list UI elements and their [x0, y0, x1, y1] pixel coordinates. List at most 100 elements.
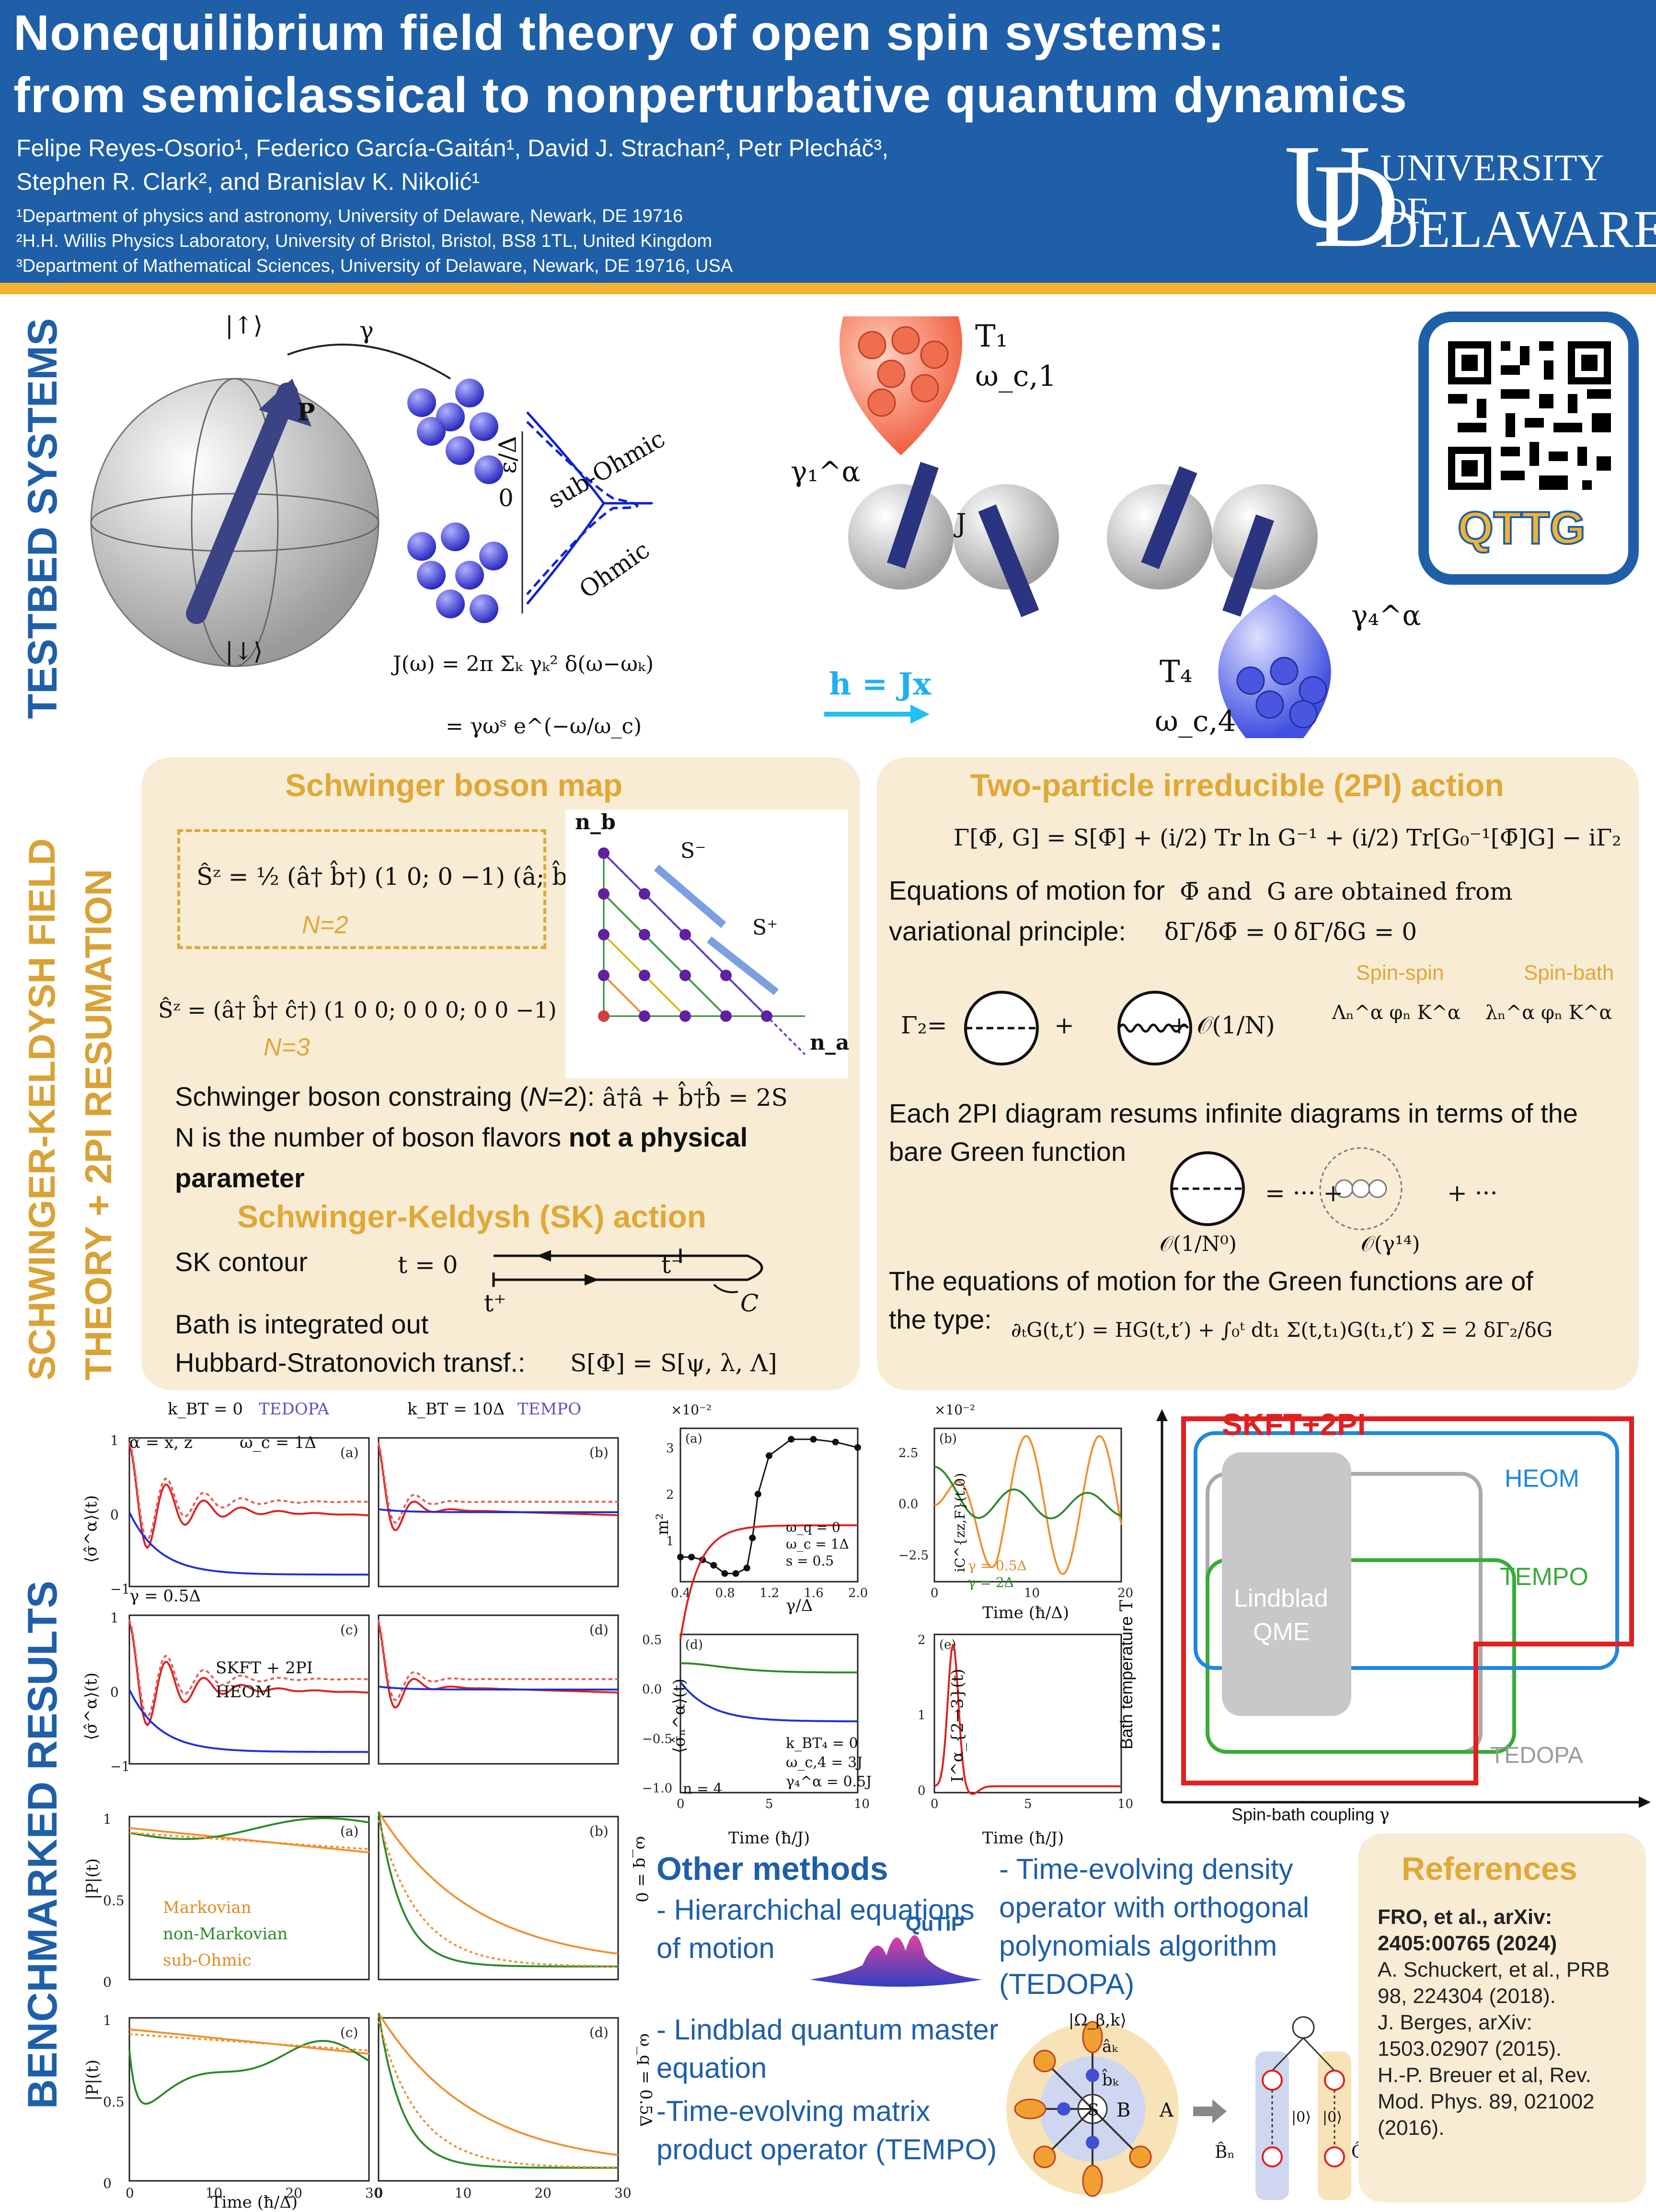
- col-b-temp: k_BT = 10Δ: [407, 1400, 505, 1419]
- heom-method-2: of motion: [656, 1932, 775, 1964]
- b-legend-2: γ = 2Δ: [968, 1575, 1014, 1590]
- magnetization-arrow: [186, 382, 298, 624]
- x-tick: 30: [365, 2185, 382, 2200]
- chain-S-label: S: [1088, 2100, 1099, 2119]
- plot-frame-2-0: [128, 1816, 370, 1980]
- tedopa-method-2: operator with orthogonal: [999, 1891, 1310, 1923]
- wc4-label: ω_c,4: [1155, 705, 1236, 738]
- x-tick: 10: [1117, 1797, 1133, 1811]
- resum-text-1: Each 2PI diagram resums infinite diagram…: [889, 1098, 1578, 1128]
- qutip-logo-icon: [810, 1935, 982, 1987]
- hot-bath-particles: [858, 326, 949, 417]
- arrow-head-icon: [259, 379, 311, 427]
- y-tick: −2.5: [898, 1548, 929, 1563]
- vacuum-2-label: |0⟩: [1322, 2109, 1342, 2126]
- panel-tag: (b): [589, 1823, 609, 1839]
- x-tick: 1.2: [759, 1586, 779, 1600]
- T4-label: T₄: [1160, 654, 1193, 690]
- n2-box: [177, 829, 546, 949]
- a-param-2: ω_c = 1Δ: [786, 1536, 849, 1552]
- current-curve: [934, 1644, 1121, 1795]
- var-eq-g: δΓ/δG = 0: [1294, 918, 1417, 946]
- sigma-z-curve: [128, 1689, 369, 1753]
- m2-curve: [680, 1438, 858, 1575]
- bath-integrated-text: Bath is integrated out: [175, 1309, 429, 1339]
- a-param-3: s = 0.5: [786, 1553, 834, 1569]
- ohmic-curve: [526, 411, 653, 605]
- x-tick: 0.8: [715, 1586, 735, 1600]
- sigma-x-curve: [128, 1445, 369, 1550]
- y-tick: 2.5: [898, 1446, 918, 1460]
- y-tick: 1: [103, 2013, 112, 2028]
- logo-text-1: UNIVERSITY OF: [1380, 147, 1603, 232]
- plot-frame-1-0: [128, 1614, 370, 1765]
- sz-n2-equation: Ŝᶻ = ½ (â† b̂†) (1 0; 0 −1) (â; b̂): [196, 863, 577, 891]
- benchmark-left-charts: (a)10−1(b)(c)10−1(d)(a)10.50(b)(c)10.500…: [103, 1433, 632, 2200]
- series-end: + ···: [1447, 1179, 1498, 1207]
- ket-up-label: |↑⟩: [225, 312, 263, 339]
- sk-contour-diagram: [492, 1249, 763, 1293]
- wc-label: ω_c = 1Δ: [240, 1433, 317, 1452]
- corr-curve-0.5: [934, 1435, 1122, 1575]
- regime-ylabel: Bath temperature T: [1116, 1599, 1137, 1749]
- ref-4a: H.-P. Breuer et al, Rev.: [1378, 2063, 1591, 2087]
- s-minus-arrow: [654, 864, 726, 928]
- spin-chain-figure: [824, 316, 1331, 738]
- y-tick: 3: [666, 1441, 674, 1456]
- x-tick: 20: [285, 2185, 302, 2200]
- sub-ohmic-curve: [378, 1819, 618, 1967]
- references-panel: [1358, 1833, 1646, 2202]
- mid-plot-frame-3: [933, 1633, 1122, 1794]
- gamma-label: γ: [359, 316, 374, 344]
- markovian-curve: [378, 2012, 619, 2156]
- chain-B-label: B: [1116, 2099, 1131, 2121]
- order-1-label: 𝒪(1/N⁰): [1160, 1232, 1237, 1256]
- side-label-skft-2: THEORY + 2PI RESUMATION: [77, 869, 119, 1380]
- ak-label: âₖ: [1102, 2037, 1118, 2056]
- sigma-z-curve: [378, 1685, 618, 1691]
- panel-tag: (b): [589, 1445, 609, 1460]
- heom-label: HEOM: [216, 1682, 272, 1702]
- eom-gf-text-1: The equations of motion for the Green fu…: [889, 1266, 1533, 1296]
- x-tick: 30: [614, 2185, 632, 2200]
- spin-arrow-4: [1222, 514, 1274, 617]
- corr-curve-2: [934, 1465, 1122, 1519]
- references-title: References: [1402, 1851, 1577, 1887]
- ylabel-sigma-1: ⟨σ̂^α⟩(t): [81, 1495, 101, 1563]
- xlabel-left: Time (ħ/Δ): [211, 2193, 298, 2212]
- ref-3b: 1503.02907 (2015).: [1378, 2037, 1562, 2061]
- authors-line-1: Felipe Reyes-Osorio¹, Federico García-Ga…: [16, 135, 889, 162]
- x-tick: 0: [375, 2185, 383, 2200]
- y-tick: 1: [103, 1811, 112, 1827]
- sk-tplus-label: t⁺: [484, 1289, 506, 1317]
- d-param-2: ω_c,4 = 3J: [786, 1754, 863, 1771]
- lattice-na-label: n_a: [810, 1031, 850, 1055]
- regime-skft: SKFT+2PI: [1222, 1407, 1366, 1442]
- affiliation-3: ³Department of Mathematical Sciences, Un…: [16, 256, 733, 276]
- ud-monogram-d: D: [1313, 139, 1400, 272]
- qr-code-icon: [1448, 341, 1611, 490]
- skft-label: SKFT + 2PI: [216, 1658, 313, 1678]
- plus-sign: +: [1054, 1011, 1074, 1039]
- panel-tag: (c): [340, 2025, 358, 2040]
- plot-frame-3-1: [378, 2017, 619, 2182]
- panel-tag: (c): [340, 1622, 358, 1638]
- bath-particles: [407, 379, 508, 623]
- x-tick: 0.4: [671, 1586, 690, 1600]
- flavor-note-2: parameter: [175, 1163, 305, 1193]
- regime-tempo: TEMPO: [1500, 1563, 1588, 1591]
- field-label: h = Jx: [829, 666, 932, 702]
- y-tick: −1: [110, 1759, 130, 1774]
- side-label-testbed: TESTBED SYSTEMS: [20, 318, 66, 719]
- x-tick: 0: [126, 2185, 134, 2200]
- eom-text-2: variational principle:: [889, 916, 1126, 946]
- regime-heom: HEOM: [1505, 1465, 1579, 1493]
- y-tick: 1: [110, 1433, 119, 1448]
- qr-code-card[interactable]: QTTG: [1418, 312, 1639, 585]
- sigma-z-curve: [128, 1512, 369, 1576]
- n2-label: N=2: [302, 911, 348, 939]
- tedopa-method-4: (TEDOPA): [999, 1968, 1135, 2000]
- e-xlabel: Time (ħ/J): [982, 1829, 1064, 1848]
- e-ylabel: I^α_{2→3}(t): [948, 1668, 967, 1783]
